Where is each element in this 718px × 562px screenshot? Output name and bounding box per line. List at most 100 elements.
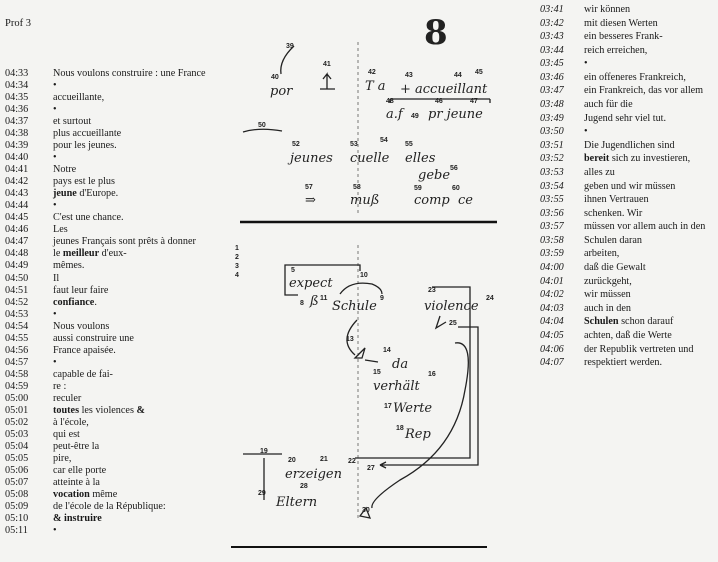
timestamp: 04:48 bbox=[5, 248, 29, 260]
timestamp: 04:45 bbox=[5, 212, 29, 224]
text-segment: Schulen daran bbox=[584, 234, 642, 246]
text-segment: daß die Gewalt bbox=[584, 262, 646, 274]
text-segment: auch in den bbox=[584, 302, 631, 314]
text-segment: schenken. Wir bbox=[584, 207, 643, 219]
timestamp: 04:34 bbox=[5, 80, 29, 92]
text-segment: car elle porte bbox=[53, 464, 107, 476]
document-title: Prof 3 bbox=[5, 18, 31, 29]
emphasized-text: jeune bbox=[53, 188, 77, 200]
transcript-text: & instruire bbox=[53, 513, 102, 525]
timestamp: 05:03 bbox=[5, 428, 29, 440]
transcript-text: ein offeneres Frankreich, bbox=[584, 72, 686, 84]
transcript-text: jeune d'Europe. bbox=[53, 188, 118, 200]
transcript-text: faut leur faire bbox=[53, 285, 108, 297]
note-number: 18 bbox=[396, 425, 404, 432]
emphasized-text: meilleur bbox=[62, 248, 100, 260]
text-segment: peut-être la bbox=[53, 440, 100, 452]
timestamp: 04:47 bbox=[5, 236, 29, 248]
note-number: 14 bbox=[383, 347, 391, 354]
note-number: 25 bbox=[449, 320, 457, 327]
note-number: 39 bbox=[286, 43, 294, 50]
handwritten-word: + accueillant bbox=[400, 82, 488, 97]
timestamp: 03:46 bbox=[540, 71, 564, 83]
transcript-text: reich erreichen, bbox=[584, 45, 647, 57]
note-strokes bbox=[242, 45, 491, 519]
timestamp: 04:57 bbox=[5, 356, 29, 368]
transcript-text: Schulen schon darauf bbox=[584, 316, 673, 328]
transcript-text: Les bbox=[53, 224, 68, 236]
text-segment: . bbox=[94, 296, 97, 308]
text-segment: achten, daß die Werte bbox=[584, 329, 672, 341]
note-number: 20 bbox=[288, 457, 296, 464]
text-segment: • bbox=[53, 200, 57, 212]
timestamp: 03:54 bbox=[540, 180, 564, 192]
transcript-text: der Republik vertreten und bbox=[584, 344, 693, 356]
text-segment: mit diesen Werten bbox=[584, 17, 658, 29]
transcript-text: müssen vor allem auch in den bbox=[584, 221, 705, 233]
emphasized-text: confiance bbox=[53, 296, 95, 308]
note-number: 23 bbox=[428, 287, 436, 294]
transcript-text: • bbox=[584, 126, 588, 138]
timestamp: 04:58 bbox=[5, 368, 29, 380]
handwritten-word: Werte bbox=[393, 401, 432, 416]
timestamp: 03:48 bbox=[540, 99, 564, 111]
text-segment: • bbox=[53, 356, 57, 368]
note-number: 11 bbox=[320, 295, 328, 302]
transcript-text: aussi construire une bbox=[53, 333, 134, 345]
text-segment: d'eux- bbox=[99, 248, 127, 260]
text-segment: re : bbox=[53, 380, 67, 392]
transcript-text: car elle porte bbox=[53, 465, 106, 477]
timestamp: 04:44 bbox=[5, 200, 29, 212]
timestamp: 03:52 bbox=[540, 153, 564, 165]
transcript-text: wir müssen bbox=[584, 289, 631, 301]
transcript-text: accueillante, bbox=[53, 92, 104, 104]
note-number: 53 bbox=[350, 141, 358, 148]
timestamp: 04:55 bbox=[5, 332, 29, 344]
timestamp: 05:07 bbox=[5, 477, 29, 489]
transcript-text: capable de fai- bbox=[53, 369, 113, 381]
text-segment: ein offeneres Frankreich, bbox=[584, 71, 686, 83]
timestamp: 04:51 bbox=[5, 284, 29, 296]
timestamp: 03:45 bbox=[540, 58, 564, 70]
transcript-text: peut-être la bbox=[53, 441, 99, 453]
timestamp: 03:44 bbox=[540, 44, 564, 56]
text-segment: qui est bbox=[53, 428, 80, 440]
transcript-text: pays est le plus bbox=[53, 176, 115, 188]
transcript-text: Schulen daran bbox=[584, 235, 642, 247]
transcript-text: • bbox=[53, 104, 57, 116]
note-number: 52 bbox=[292, 141, 300, 148]
handwritten-word: ce bbox=[458, 193, 473, 208]
text-segment: ein Frankreich, das vor allem bbox=[584, 85, 704, 97]
handwritten-word: verhält bbox=[373, 379, 421, 394]
timestamp: 04:35 bbox=[5, 92, 29, 104]
transcript-text: mêmes. bbox=[53, 260, 84, 272]
timestamp: 04:33 bbox=[5, 68, 29, 79]
note-number: 29 bbox=[258, 490, 266, 497]
transcript-text: re : bbox=[53, 381, 66, 393]
note-number: 54 bbox=[380, 137, 388, 144]
handwritten-word: Eltern bbox=[275, 495, 317, 510]
transcript-text: et surtout bbox=[53, 116, 91, 128]
transcript-text: ein besseres Frank- bbox=[584, 31, 663, 43]
text-segment: wir müssen bbox=[584, 289, 631, 301]
transcript-text: plus accueillante bbox=[53, 128, 121, 140]
handwritten-word: comp bbox=[414, 193, 450, 208]
note-number: 4 bbox=[235, 272, 239, 279]
text-segment: Die Jugendlichen sind bbox=[584, 139, 675, 151]
timestamp: 04:56 bbox=[5, 344, 29, 356]
text-segment: le bbox=[53, 248, 63, 260]
note-number: 15 bbox=[373, 369, 381, 376]
transcript-text: ihnen Vertrauen bbox=[584, 194, 649, 206]
timestamp: 05:00 bbox=[5, 392, 29, 404]
note-number: 3 bbox=[235, 263, 239, 270]
transcript-text: Nous voulons bbox=[53, 321, 109, 333]
emphasized-text: & instruire bbox=[53, 513, 102, 525]
text-segment: accueillante, bbox=[53, 92, 105, 104]
text-segment: schon darauf bbox=[618, 316, 674, 328]
text-segment: • bbox=[53, 80, 57, 92]
transcript-text: pire, bbox=[53, 453, 71, 465]
text-segment: • bbox=[53, 308, 57, 320]
note-number: 44 bbox=[454, 72, 462, 79]
